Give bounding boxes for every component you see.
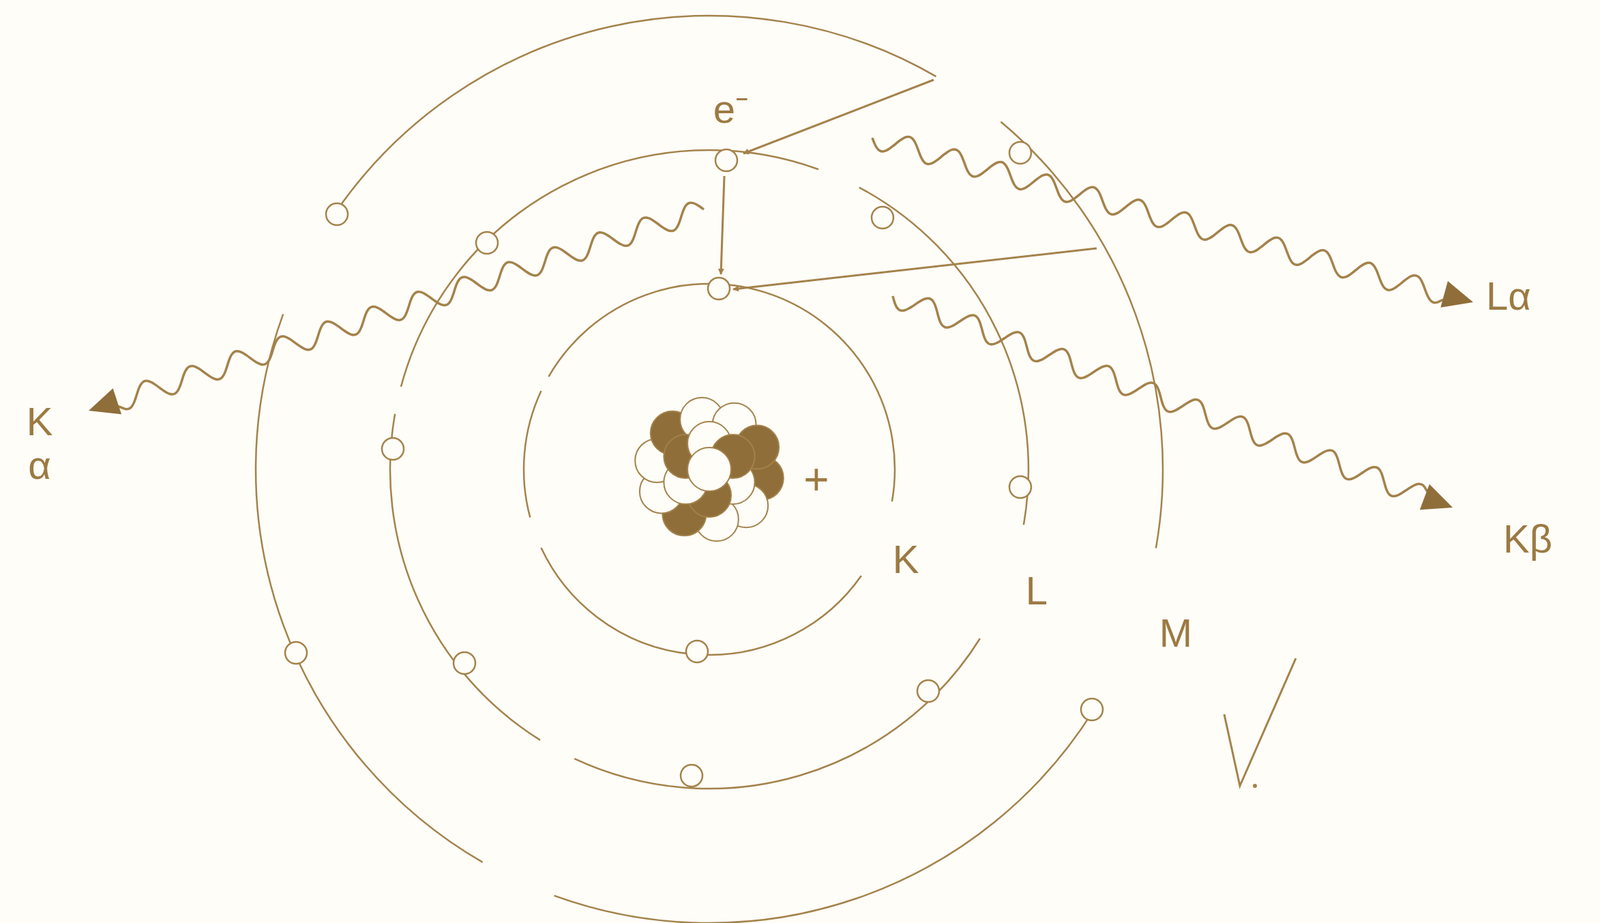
electron — [917, 679, 940, 702]
xray-line-label: Lα — [1486, 274, 1532, 318]
electron — [680, 764, 703, 787]
photon-arrow-head — [1440, 280, 1474, 308]
k-shell — [523, 390, 541, 517]
xray-line-label: Kα — [25, 399, 54, 487]
m-shell — [255, 314, 483, 863]
electron — [715, 149, 738, 172]
shell-label: L — [1025, 568, 1048, 613]
electron — [285, 641, 307, 664]
electron — [871, 206, 894, 229]
electron — [1009, 476, 1032, 498]
m-shell — [554, 709, 1094, 923]
shell-label: M — [1159, 611, 1193, 655]
m-shell — [337, 15, 936, 210]
k-shell — [548, 283, 895, 502]
xray-photon — [892, 295, 1434, 500]
atom-drawing — [88, 15, 1474, 923]
l-shell — [401, 150, 819, 387]
xray-photon — [872, 136, 1454, 303]
xray-line-label: Kβ — [1503, 516, 1553, 561]
electron — [476, 231, 498, 254]
xray-photon — [108, 202, 704, 410]
m-shell — [1000, 122, 1163, 549]
electron — [707, 277, 730, 300]
electron — [326, 203, 348, 226]
electron — [686, 640, 708, 663]
ink-dot — [1252, 783, 1257, 788]
photon-arrow-head — [88, 388, 122, 414]
photon-arrow-head — [1419, 484, 1453, 510]
electron-path-arrow — [733, 248, 1097, 290]
check-mark — [1224, 658, 1296, 786]
electron — [381, 437, 404, 460]
k-shell — [540, 547, 861, 655]
charge-sign: + — [803, 455, 829, 504]
electron — [1080, 698, 1103, 721]
electron-label: e⁻ — [713, 87, 749, 131]
electron-path-arrow — [743, 79, 934, 154]
l-shell — [574, 638, 981, 789]
l-shell — [859, 187, 1029, 525]
nucleon — [687, 447, 732, 492]
electron-path-arrow — [720, 175, 725, 275]
l-shell — [390, 413, 541, 740]
electron — [1009, 141, 1032, 164]
electron — [453, 652, 476, 674]
shell-label: K — [892, 537, 920, 582]
